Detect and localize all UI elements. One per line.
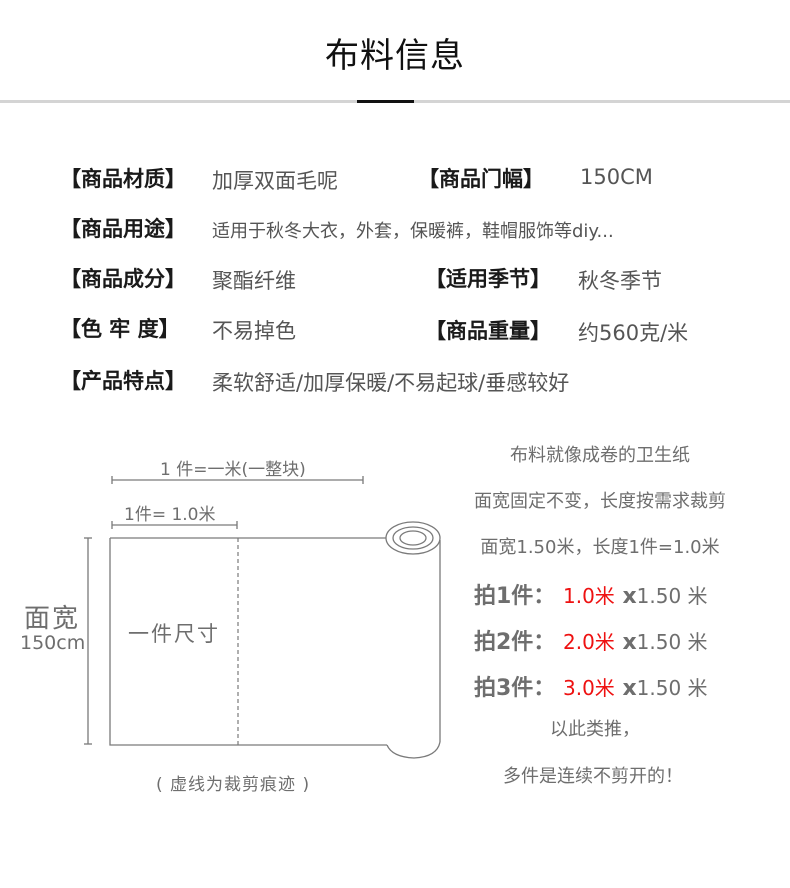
explanation-final: 多件是连续不剪开的！ <box>503 766 683 787</box>
spec-value-features: 柔软舒适/加厚保暖/不易起球/垂感较好 <box>212 371 570 395</box>
spec-value-weight: 约560克/米 <box>578 321 689 345</box>
multiply-sign: x <box>622 630 637 655</box>
spec-label-features: 【产品特点】 <box>60 369 186 393</box>
spec-label-usage: 【商品用途】 <box>60 217 186 241</box>
piece-size-label: 一件尺寸 <box>128 622 220 646</box>
order-length: 2.0米 <box>562 630 615 654</box>
width-label: 面宽 <box>24 604 81 634</box>
multiply-sign: x <box>622 584 637 609</box>
spec-label-composition: 【商品成分】 <box>60 267 186 291</box>
order-length: 3.0米 <box>562 676 615 700</box>
width-value: 150cm <box>20 632 86 654</box>
order-label: 拍2件： <box>474 630 556 655</box>
spec-label-colorfastness: 【色 牢 度】 <box>60 317 180 341</box>
piece-dimension-label: 1件= 1.0米 <box>124 505 216 525</box>
explanation-line-2: 面宽固定不变，长度按需求裁剪 <box>474 491 726 512</box>
spec-value-material: 加厚双面毛呢 <box>212 169 338 193</box>
spec-label-season: 【适用季节】 <box>425 267 551 291</box>
top-dimension-label: 1 件=一米(一整块) <box>160 460 306 480</box>
page-title: 布料信息 <box>325 36 465 76</box>
order-label: 拍3件： <box>474 676 556 701</box>
order-width: 1.50 米 <box>636 584 708 608</box>
order-label: 拍1件： <box>474 584 556 609</box>
explanation-line-1: 布料就像成卷的卫生纸 <box>510 445 690 466</box>
spec-value-colorfastness: 不易掉色 <box>212 319 296 343</box>
explanation-line-3: 面宽1.50米，长度1件=1.0米 <box>480 537 720 558</box>
spec-value-usage: 适用于秋冬大衣，外套，保暖裤，鞋帽服饰等diy... <box>212 221 614 242</box>
order-width: 1.50 米 <box>636 676 708 700</box>
multiply-sign: x <box>622 676 637 701</box>
order-row-3: 拍3件： 3.0米 x1.50 米 <box>474 670 708 702</box>
spec-value-width: 150CM <box>580 165 653 189</box>
fabric-roll-diagram <box>84 476 441 759</box>
spec-value-season: 秋冬季节 <box>578 269 662 293</box>
dashed-line-caption: ( 虚线为裁剪痕迹 ) <box>156 775 311 795</box>
order-width: 1.50 米 <box>636 630 708 654</box>
spec-label-weight: 【商品重量】 <box>425 319 551 343</box>
spec-label-width: 【商品门幅】 <box>418 167 544 191</box>
order-row-2: 拍2件： 2.0米 x1.50 米 <box>474 624 708 656</box>
title-divider-accent <box>357 100 414 103</box>
spec-value-composition: 聚酯纤维 <box>212 269 296 293</box>
order-row-1: 拍1件： 1.0米 x1.50 米 <box>474 578 708 610</box>
order-length: 1.0米 <box>562 584 615 608</box>
explanation-etc: 以此类推， <box>550 719 640 740</box>
spec-label-material: 【商品材质】 <box>60 167 186 191</box>
